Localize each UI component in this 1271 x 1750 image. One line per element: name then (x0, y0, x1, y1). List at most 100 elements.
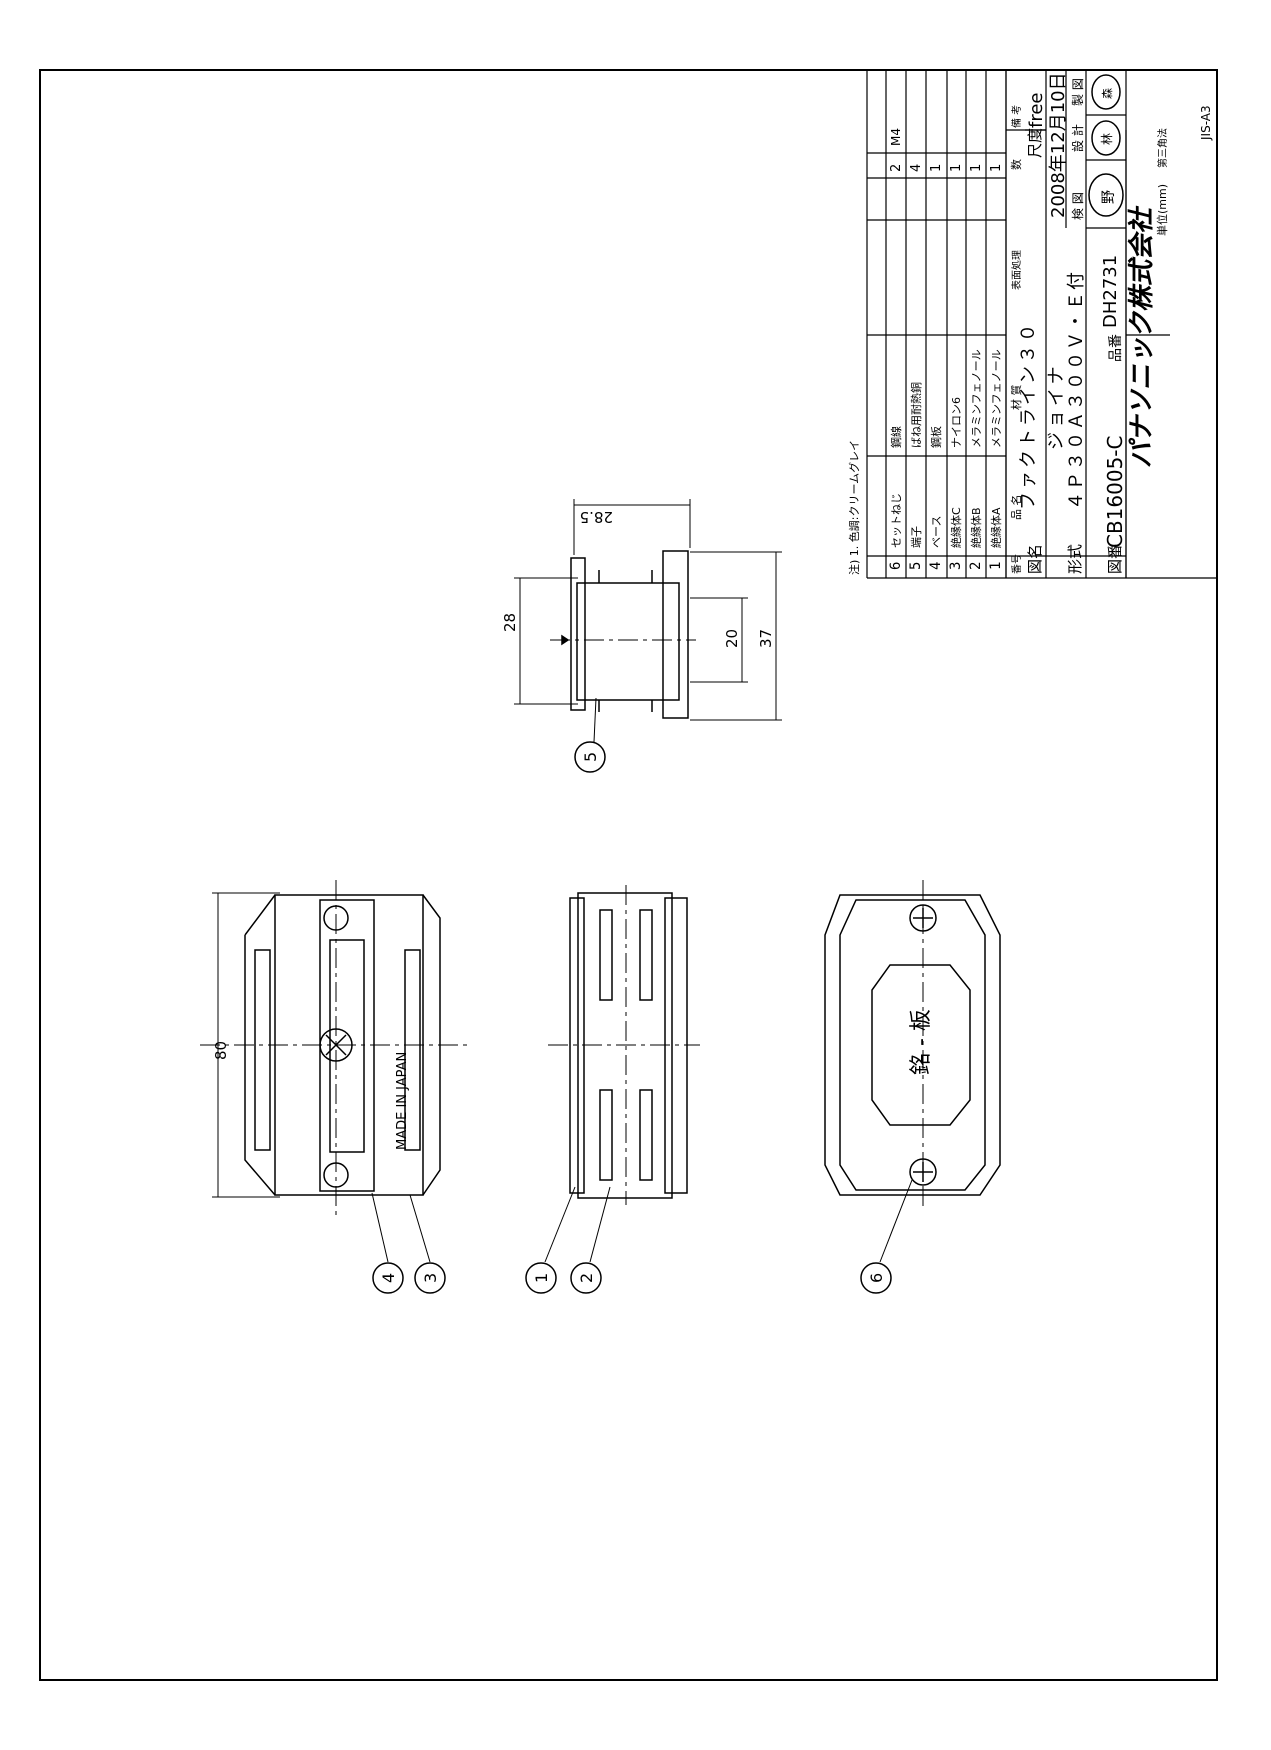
stamp-draft-text: 森 (1100, 88, 1114, 99)
nameplate-text: 銘 - 板 (909, 1009, 934, 1075)
end-view-dimensions: 28 20 37 28.5 (501, 508, 775, 648)
part-1-material: メラミンフェノール (990, 349, 1003, 448)
part-6-no: 6 (888, 562, 904, 570)
part-4-qty: 1 (929, 164, 944, 172)
part-4-material: 鋼板 (929, 426, 943, 448)
svg-text:6: 6 (867, 1273, 886, 1283)
part-3-qty: 1 (949, 164, 964, 172)
type-block: 形式 ４Ｐ３０Ａ３００Ｖ・Ｅ付 2008年12月10日 検 図 設 計 製 図 (1048, 72, 1087, 574)
stamp-draft-circle (1091, 74, 1121, 110)
projection-text: 第三角法 (1156, 128, 1169, 168)
sheet-border (39, 69, 1218, 1681)
parts-table: 注) 1. 色調:クリームグレイ 6 セットねじ 鋼線 2 M4 5 端子 ばね… (847, 105, 1023, 575)
plan-view-text: 80 MADE IN JAPAN (212, 1041, 410, 1150)
callouts: 1 2 3 4 5 6 (372, 741, 892, 1294)
dim-28-5: 28.5 (580, 508, 613, 526)
drawing-name-block: 図名 ファクトライン３０ ジョイナ 尺度 free (1018, 93, 1067, 575)
callout-3: 3 (414, 1262, 446, 1294)
draft-label: 製 図 (1071, 78, 1085, 106)
end-view-cap (570, 557, 586, 711)
scale-label: 尺度 (1026, 128, 1044, 158)
part-6-material: 鋼線 (889, 426, 903, 448)
part-4-name: ベース (930, 516, 943, 548)
svg-text:2: 2 (577, 1273, 596, 1283)
title-block: 注) 1. 色調:クリームグレイ 6 セットねじ 鋼線 2 M4 5 端子 ばね… (847, 69, 1217, 579)
callout-6: 6 (860, 1262, 892, 1294)
part-6-remarks: M4 (889, 128, 903, 146)
standard-text: JIS-A3 (1199, 105, 1213, 141)
part-1-name: 絶縁体A (989, 507, 1003, 548)
part-6-qty: 2 (889, 164, 904, 172)
drawing-name-line1: ファクトライン３０ (1018, 321, 1039, 510)
stamp-check-circle (1088, 173, 1124, 217)
header-remarks: 備 考 (1010, 105, 1023, 128)
dim-37: 37 (757, 629, 775, 648)
stamp-check-text: 野 (1101, 190, 1117, 204)
title-block-grid (866, 69, 1217, 579)
svg-text:3: 3 (421, 1273, 440, 1283)
part-5-material: ばね用耐熱銅 (909, 382, 923, 448)
end-view-body (576, 582, 680, 701)
dim-28: 28 (501, 613, 519, 632)
header-material: 材 質 (1009, 385, 1023, 411)
header-no: 番号 (1011, 554, 1023, 574)
product-no-label: 品番 (1108, 334, 1124, 362)
nameplate (871, 964, 971, 1126)
part-2-material: メラミンフェノール (970, 349, 983, 448)
dim-20: 20 (723, 629, 741, 648)
part-1-qty: 1 (989, 164, 1004, 172)
type-label: 形式 (1066, 544, 1084, 574)
callout-1: 1 (525, 1262, 557, 1294)
note-text: 注) 1. 色調:クリームグレイ (847, 440, 861, 575)
product-no-value: DH2731 (1100, 255, 1121, 328)
part-3-no: 3 (948, 562, 964, 570)
part-5-no: 5 (908, 562, 924, 570)
nameplate-view (824, 880, 1001, 1263)
part-2-no: 2 (968, 562, 984, 570)
end-view-flange (662, 550, 689, 719)
callout-4: 4 (372, 1262, 404, 1294)
number-block: 図番 CB16005-C 品番 DH2731 (1100, 255, 1127, 574)
stamp-design-text: 林 (1100, 133, 1114, 145)
part-3-name: 絶縁体C (949, 507, 963, 548)
svg-text:5: 5 (581, 752, 600, 762)
drawing-name-line2: ジョイナ (1046, 362, 1067, 450)
callout-2: 2 (570, 1262, 602, 1294)
approval-stamps: 野 林 森 (1088, 74, 1124, 217)
side-view (544, 885, 700, 1263)
plan-view (200, 880, 470, 1263)
end-view (514, 499, 782, 743)
date-text: 2008年12月10日 (1048, 72, 1069, 218)
check-label: 検 図 (1071, 192, 1085, 220)
drawing-no-label: 図番 (1106, 544, 1124, 574)
dim-80: 80 (212, 1041, 230, 1060)
company-name: パナソニック株式会社 (1127, 205, 1157, 468)
header-qty: 数 (1010, 159, 1023, 170)
callout-5: 5 (574, 741, 606, 773)
part-2-qty: 1 (969, 164, 984, 172)
part-2-name: 絶縁体B (969, 507, 983, 548)
unit-text: 単位(mm) (1155, 184, 1169, 236)
scale-value: free (1026, 93, 1047, 129)
part-6-name: セットねじ (890, 493, 903, 548)
svg-text:4: 4 (379, 1273, 398, 1283)
stamp-design-circle (1091, 120, 1121, 156)
svg-text:1: 1 (532, 1273, 551, 1283)
part-5-qty: 4 (909, 164, 924, 172)
drawing-name-label: 図名 (1026, 544, 1044, 574)
part-3-material: ナイロン6 (950, 397, 963, 448)
design-label: 設 計 (1070, 124, 1085, 152)
nameplate-label: 銘 - 板 (909, 1009, 934, 1075)
part-4-no: 4 (928, 562, 944, 570)
company-block: パナソニック株式会社 単位(mm) 第三角法 JIS-A3 (1127, 105, 1213, 468)
part-5-name: 端子 (910, 526, 923, 548)
made-in-japan-label: MADE IN JAPAN (395, 1052, 410, 1150)
side-view-body (577, 892, 673, 1199)
header-name: 品 名 (1009, 495, 1023, 521)
nameplate-view-body (824, 894, 1001, 1196)
drawing-no-value: CB16005-C (1103, 436, 1127, 549)
header-finish: 表面処理 (1010, 250, 1023, 290)
part-1-no: 1 (988, 562, 1004, 570)
type-value: ４Ｐ３０Ａ３００Ｖ・Ｅ付 (1066, 270, 1087, 510)
